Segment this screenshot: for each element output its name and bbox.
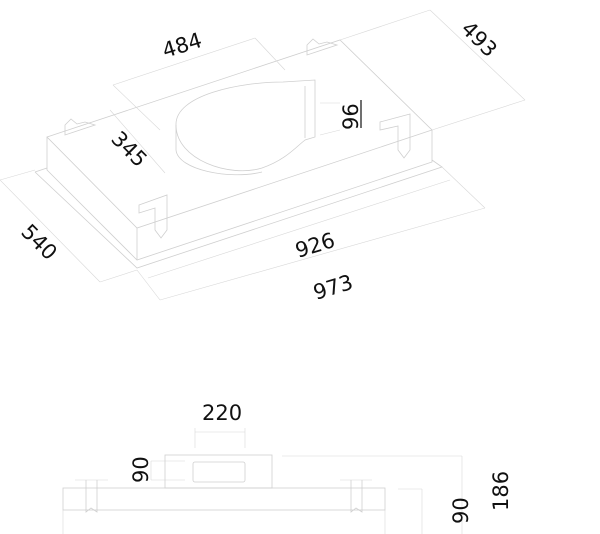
mounting-clip — [306, 38, 339, 56]
duct-outlet-side — [192, 461, 246, 483]
dim-ext — [431, 99, 526, 131]
dim-ext — [319, 129, 341, 136]
dim-line-926 — [147, 179, 451, 279]
dim-line-484 — [112, 37, 256, 86]
dim-line-973 — [159, 207, 486, 301]
dim-540-label: 540 — [16, 220, 61, 265]
duct-outlet — [175, 79, 316, 172]
mounting-clip — [350, 480, 363, 513]
dim-220-label: 220 — [202, 401, 242, 425]
dim-ext — [254, 37, 286, 71]
dim-ext — [99, 269, 138, 283]
mounting-clip — [64, 118, 97, 136]
hood-body-top — [46, 39, 433, 229]
dim-line-540 — [0, 179, 101, 283]
hood-body-side — [62, 487, 386, 511]
motor-housing-side — [164, 454, 273, 489]
duct-outlet-base — [175, 125, 263, 176]
mounting-clip — [138, 194, 168, 239]
hood-flange — [34, 159, 443, 269]
dim-ext — [136, 269, 161, 301]
dim-ext — [441, 166, 486, 209]
mounting-clip — [379, 113, 411, 159]
dim-186-label: 186 — [489, 471, 513, 511]
mounting-clip — [85, 480, 98, 513]
flange-edge — [34, 167, 48, 173]
dim-345-label: 345 — [106, 127, 151, 172]
dim-ext — [112, 84, 161, 131]
side-view: 220 90 90 186 — [62, 401, 513, 534]
dim-493-label: 493 — [456, 17, 501, 62]
dim-96-label: 96 — [339, 103, 363, 130]
dim-ext — [0, 169, 36, 181]
dim-973-label: 973 — [310, 270, 355, 305]
dim-90-duct-label: 90 — [129, 456, 153, 483]
isometric-view: 484 493 96 345 540 926 973 — [0, 9, 526, 305]
dim-ext — [339, 9, 431, 41]
dim-484-label: 484 — [159, 28, 204, 63]
dim-line-493 — [429, 9, 526, 101]
dim-926-label: 926 — [292, 228, 337, 263]
dim-90-body-label: 90 — [449, 497, 473, 524]
dim-line-345 — [109, 109, 166, 174]
